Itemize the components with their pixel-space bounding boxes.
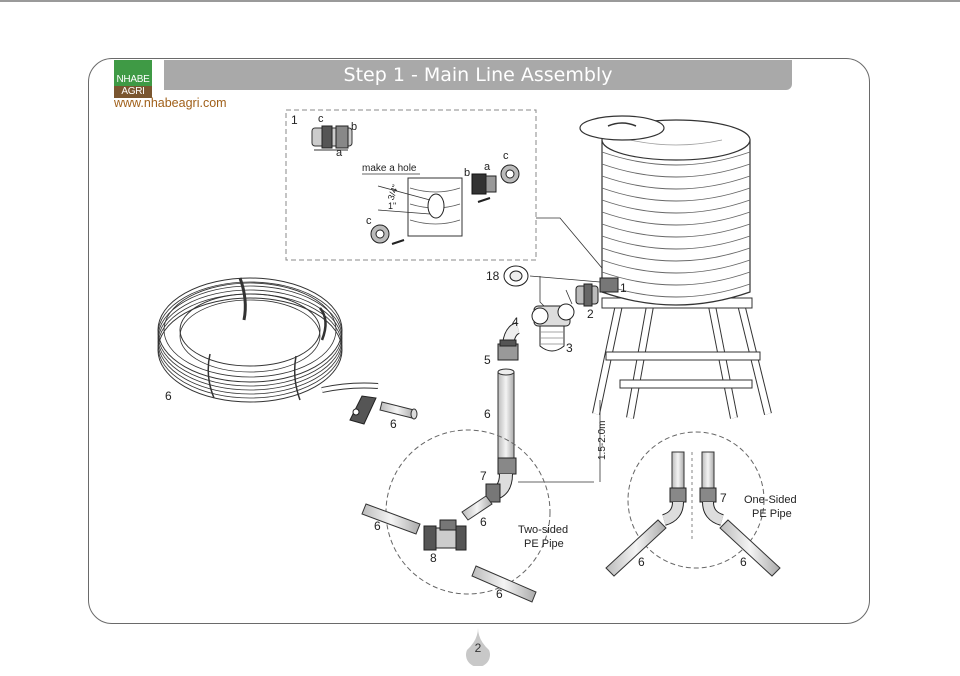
one-sided-left-callout-6: 6 [638, 555, 645, 569]
callout-1: 1 [620, 281, 627, 295]
union-2-icon [575, 283, 599, 307]
page-frame [88, 58, 870, 624]
short-pipe-callout-6: 6 [480, 515, 487, 529]
nhabe-agri-logo: NHABE AGRI [114, 60, 152, 98]
washer-18-icon [503, 265, 529, 287]
bottom-pipe-callout-6: 6 [496, 587, 503, 601]
pipe-segment-icon [379, 401, 418, 420]
segment-callout-6: 6 [390, 417, 397, 431]
nut-c-right-icon [500, 164, 520, 184]
two-sided-line1: Two-sided [518, 524, 568, 536]
bottom-pipe-icon [471, 565, 537, 603]
tank-wall-detail-icon [377, 177, 463, 237]
size-three-quarter: 3/4" [386, 183, 401, 201]
fitting-1-icon [311, 125, 353, 151]
nut-c-left-icon [370, 224, 390, 244]
callout-3: 3 [566, 341, 573, 355]
label-a-right: a [484, 161, 491, 173]
hole-note: make a hole [362, 163, 417, 174]
short-pipe-icon [461, 495, 493, 521]
label-c-left: c [366, 215, 372, 227]
elbow-7-icon [485, 457, 517, 503]
adapter-5-icon [497, 339, 519, 361]
one-sided-line2: PE Pipe [752, 508, 792, 520]
pe-pipe-coil-icon [157, 277, 379, 403]
left-pipe-callout-6: 6 [374, 519, 381, 533]
callout-8: 8 [430, 551, 437, 565]
one-sided-line1: One-Sided [744, 494, 797, 506]
label-c-right: c [503, 150, 509, 162]
callout-4: 4 [512, 315, 519, 329]
one-sided-right-callout-6: 6 [740, 555, 747, 569]
callout-2: 2 [587, 307, 594, 321]
label-a: a [336, 147, 343, 159]
height-label: 1.5-2.0m [597, 421, 608, 460]
vertical-pipe-icon [497, 368, 515, 459]
tee-8-icon [423, 519, 467, 551]
page-title: Step 1 - Main Line Assembly [164, 60, 792, 90]
website-link[interactable]: www.nhabeagri.com [114, 96, 227, 110]
fitting-b-icon [471, 173, 497, 195]
one-sided-left-assembly-icon [605, 451, 687, 577]
label-c: c [318, 113, 324, 125]
coil-callout-6: 6 [165, 389, 172, 403]
page-drop-icon [466, 628, 490, 666]
one-sided-right-assembly-icon [699, 451, 781, 577]
callout-5: 5 [484, 353, 491, 367]
pipe-cutter-icon [349, 395, 377, 425]
page-number: 2 [474, 641, 482, 655]
callout-7: 7 [480, 469, 487, 483]
label-b: b [351, 121, 357, 133]
detail-number: 1 [291, 113, 298, 127]
top-rule [0, 0, 960, 2]
height-dimension [518, 400, 601, 483]
two-sided-line2: PE Pipe [524, 538, 564, 550]
size-one-inch: 1" [388, 201, 396, 211]
filter-3-icon [531, 303, 575, 352]
one-sided-callout-7: 7 [720, 491, 727, 505]
left-pipe-icon [361, 503, 421, 535]
callout-18: 18 [486, 269, 500, 283]
detail-box: 1 c b a make a hole 3/4" 1" b a c [285, 109, 537, 261]
label-b-right: b [464, 167, 470, 179]
pipe-callout-6: 6 [484, 407, 491, 421]
water-tank-icon [579, 115, 772, 419]
